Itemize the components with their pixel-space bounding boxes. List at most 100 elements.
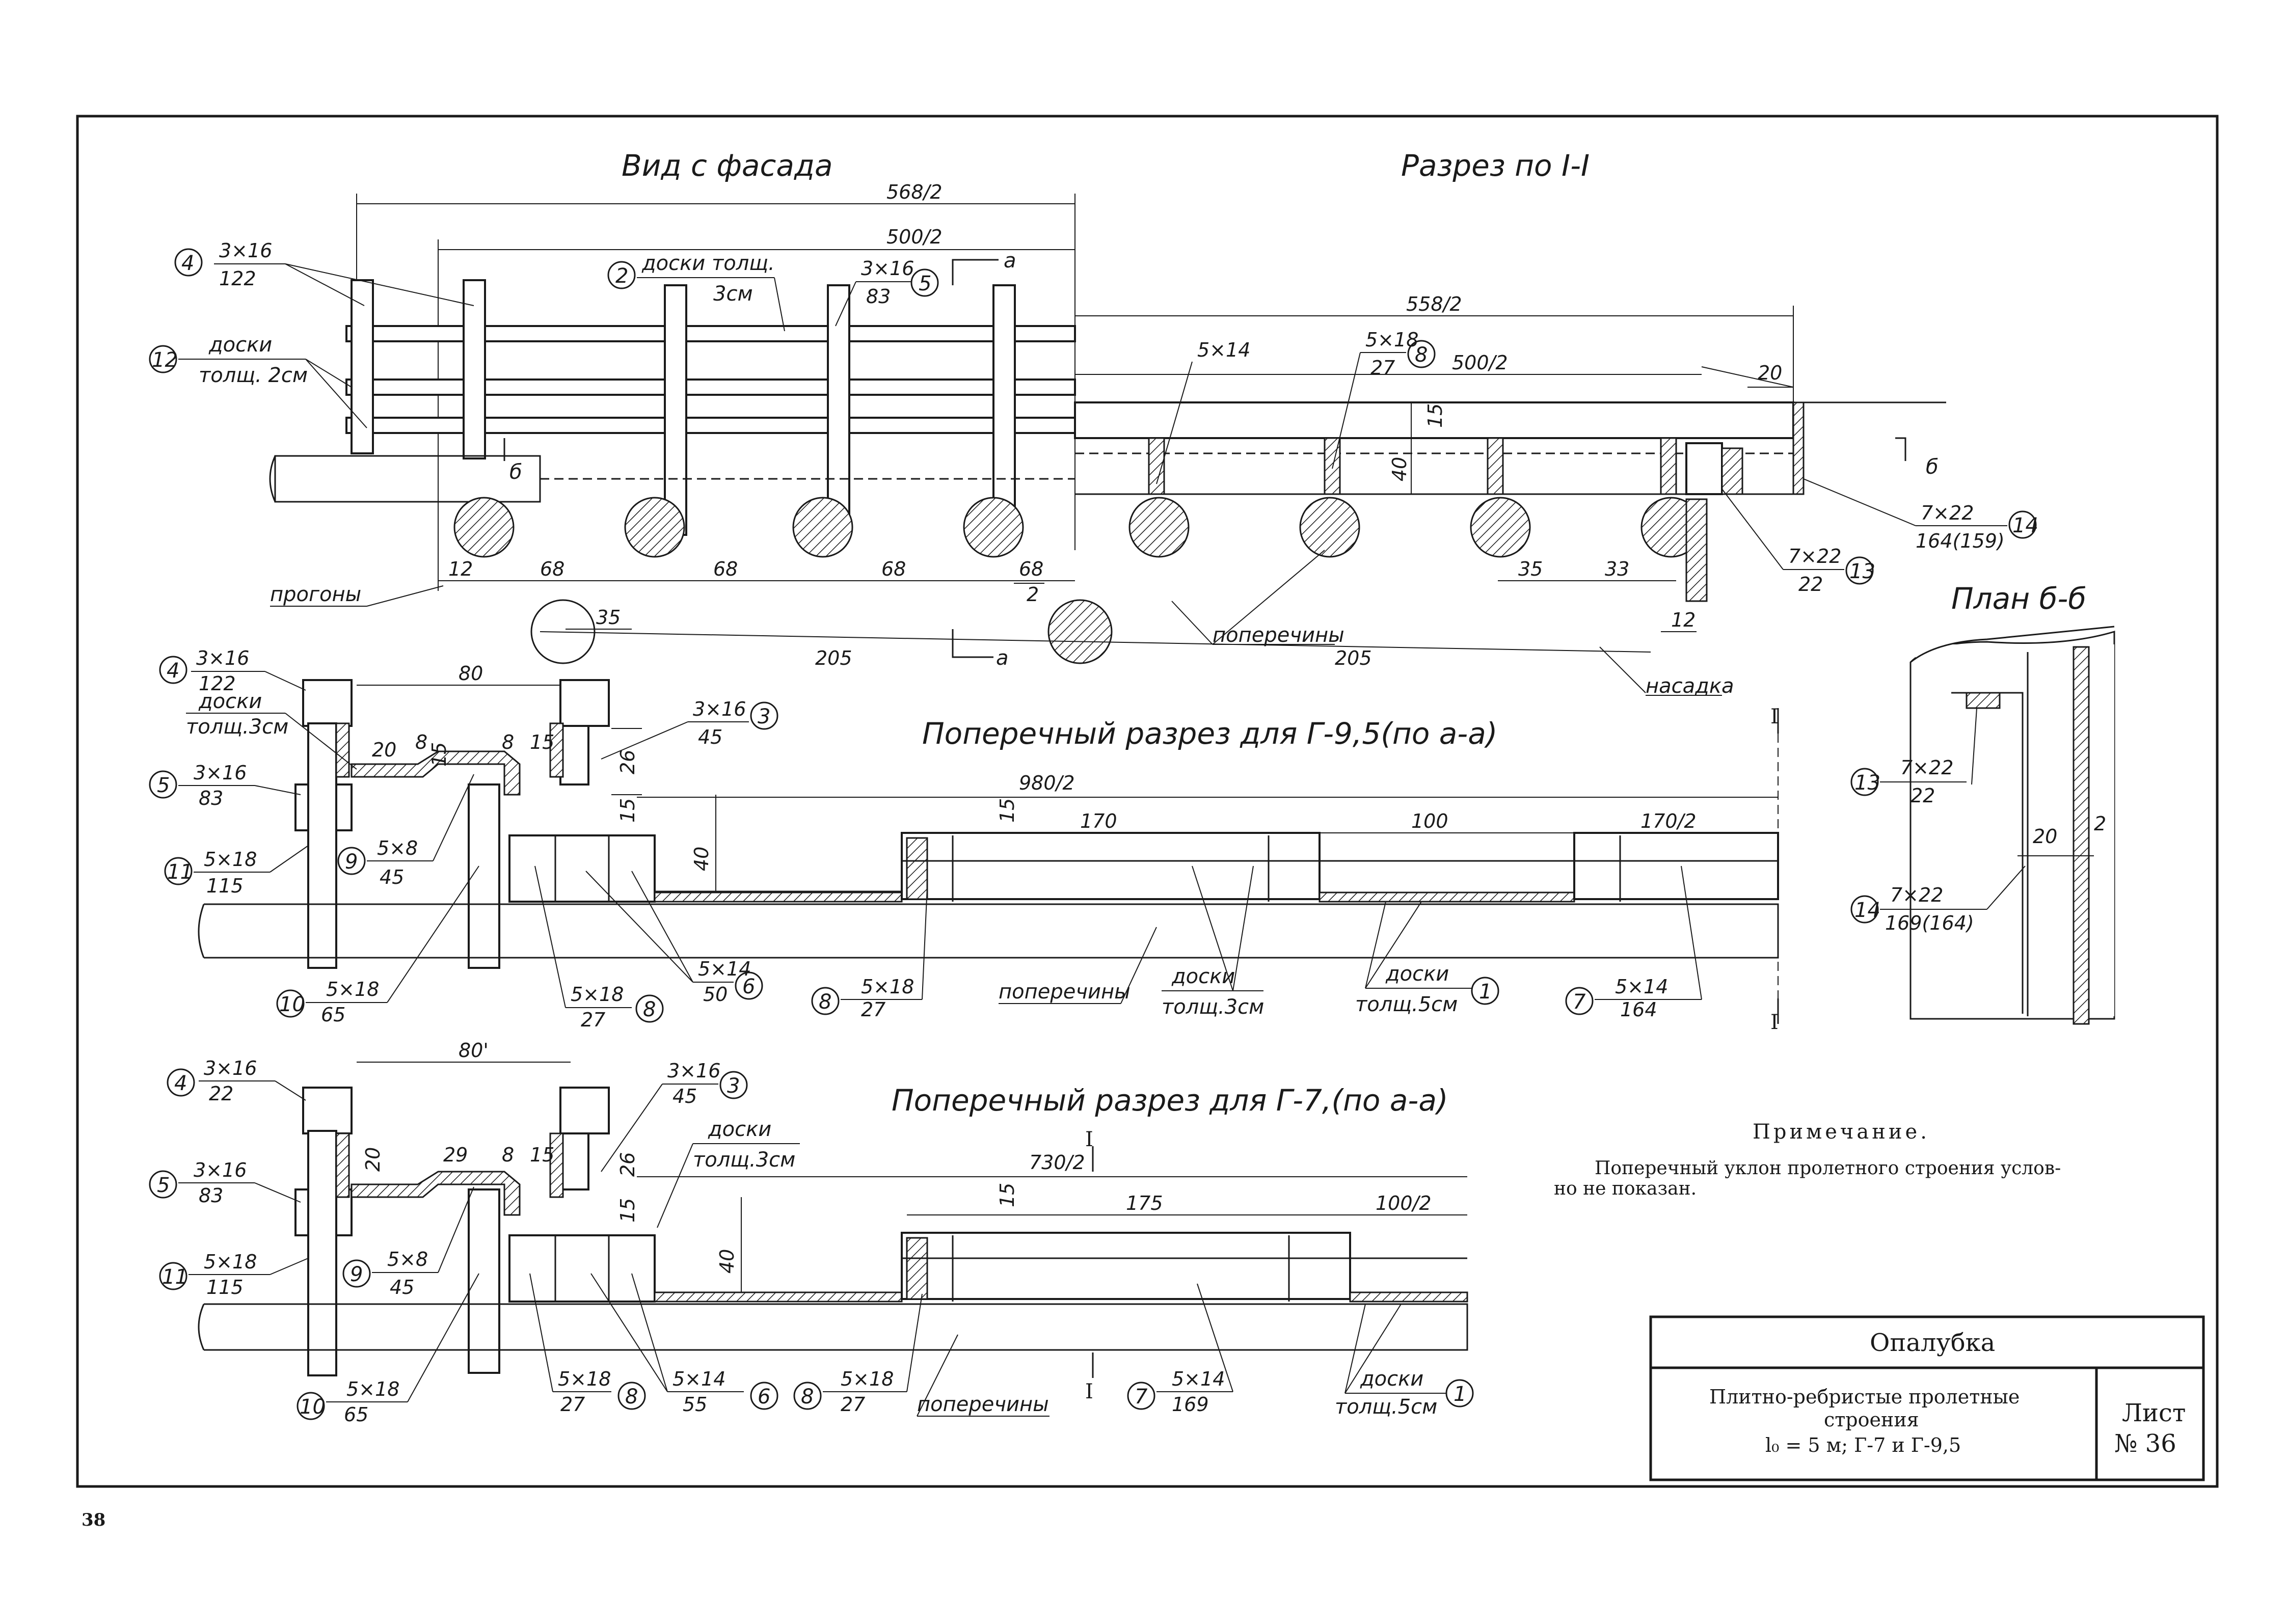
svg-text:толщ.3см: толщ.3см [1162, 995, 1264, 1019]
mark-8-g95b: 8 5×18 27 [811, 886, 928, 1021]
note: Примечание. Поперечный уклон пролетного … [1554, 1120, 2061, 1199]
mark-12-facade: 12 доски толщ. 2см [149, 333, 367, 428]
dim-26-g95: 26 [616, 750, 639, 774]
dim-15-g95-c: 15 [616, 798, 639, 823]
title-block: Опалубка Плитно-ребристые пролетные стро… [1649, 1315, 2205, 1481]
mark-8-section: 5×18 27 8 [1332, 329, 1436, 469]
svg-text:8: 8 [625, 1385, 638, 1409]
mark-9-g95: 9 5×8 45 [337, 774, 474, 888]
mark-7-g95: 7 5×14 164 [1565, 865, 1702, 1021]
svg-text:5×8: 5×8 [377, 837, 418, 859]
svg-text:5×18: 5×18 [861, 976, 914, 998]
svg-text:122: 122 [219, 267, 256, 290]
dim-68-b: 68 [713, 558, 738, 580]
dim-980: 980/2 [1019, 772, 1075, 794]
mark-11-g7: 11 5×18 115 [159, 1251, 309, 1298]
svg-text:83: 83 [866, 285, 891, 308]
mark-8-g7a: 5×18 27 8 [529, 1273, 646, 1416]
svg-text:3×16: 3×16 [194, 762, 247, 784]
svg-text:45: 45 [698, 726, 722, 748]
svg-text:3×16: 3×16 [196, 647, 249, 669]
svg-text:толщ.3см: толщ.3см [693, 1148, 795, 1172]
svg-text:5: 5 [919, 272, 931, 295]
dim-68-a: 68 [540, 558, 564, 580]
dim-8-g95-a: 8 [415, 731, 427, 753]
stamp-sheet-label: Лист [2122, 1399, 2186, 1427]
svg-text:2: 2 [615, 264, 628, 288]
mark-boards-g7: доски толщ.3см [657, 1118, 800, 1228]
mark-13-plan: 13 7×22 22 [1850, 756, 1967, 807]
dim-15-g7-a: 15 [530, 1144, 554, 1166]
mark-5-g95: 5 3×16 83 [149, 762, 301, 809]
svg-text:4: 4 [174, 1072, 187, 1095]
dim-2-facade: 2 [1027, 583, 1039, 606]
dim-68-d: 68 [1019, 558, 1043, 580]
svg-text:7×22: 7×22 [1921, 502, 1974, 524]
dim-500-facade: 500/2 [886, 226, 943, 248]
dim-175: 175 [1126, 1192, 1163, 1214]
svg-text:27: 27 [861, 998, 885, 1021]
mark-8-g7b: 8 5×18 27 [793, 1293, 923, 1416]
cross-g95-title: Поперечный разрез для Г-9,5(по а-а) [922, 716, 1497, 751]
section-I-g7-bottom: I [1085, 1380, 1093, 1403]
svg-text:27: 27 [581, 1009, 605, 1031]
svg-text:13: 13 [1849, 560, 1875, 583]
svg-text:доски: доски [1360, 1367, 1423, 1391]
svg-text:3×16: 3×16 [194, 1159, 247, 1181]
dim-40-section: 40 [1388, 457, 1411, 481]
svg-text:8: 8 [801, 1385, 814, 1409]
svg-text:1: 1 [1454, 1383, 1466, 1406]
svg-text:доски: доски [1171, 965, 1235, 988]
svg-text:5×18: 5×18 [841, 1368, 894, 1390]
svg-text:10: 10 [300, 1395, 326, 1419]
mark-4-facade: 4 3×16 122 [174, 239, 474, 306]
dim-35-facade: 35 [596, 606, 621, 629]
mark-4-g95: 4 3×16 122 [159, 647, 306, 695]
mark-boards3-g95: доски толщ.3см [1162, 865, 1264, 1019]
svg-text:115: 115 [206, 875, 244, 897]
mark-6-g95: 5×14 50 6 [585, 871, 763, 1006]
svg-text:3см: 3см [713, 282, 753, 306]
dim-12-section: 12 [1671, 609, 1696, 631]
dim-26-g7: 26 [616, 1152, 639, 1177]
svg-text:поперечины: поперечины [999, 980, 1131, 1004]
dim-35-section: 35 [1518, 558, 1543, 580]
svg-text:115: 115 [206, 1276, 244, 1298]
plan-b-b-title: План б-б [1951, 581, 2086, 616]
plan-b-b: План б-б 20 2 13 7×22 22 14 7×22 169(164… [1850, 581, 2115, 1025]
mark-10-g7: 10 5×18 65 [297, 1273, 479, 1426]
section-I-g95-top: I [1770, 705, 1779, 728]
mark-4-g7: 4 3×16 22 [167, 1057, 306, 1105]
svg-text:12: 12 [152, 348, 178, 372]
svg-text:7: 7 [1135, 1385, 1148, 1409]
section-a-top: а [1004, 249, 1016, 273]
mark-13-section: 7×22 22 13 [1721, 489, 1875, 596]
svg-text:45: 45 [390, 1276, 414, 1298]
svg-text:3×16: 3×16 [204, 1057, 257, 1079]
mark-6-g7: 5×14 55 6 [590, 1273, 778, 1416]
dim-170: 170 [1080, 810, 1117, 832]
svg-text:7×22: 7×22 [1788, 545, 1841, 567]
svg-text:83: 83 [199, 787, 223, 809]
svg-text:доски: доски [198, 690, 262, 713]
svg-text:55: 55 [683, 1393, 707, 1416]
svg-text:6: 6 [758, 1385, 770, 1409]
mark-5x14-section: 5×14 [1197, 339, 1250, 361]
dim-15-g7-b: 15 [616, 1198, 639, 1223]
dim-100-2: 100/2 [1376, 1192, 1432, 1214]
stamp-line3: l₀ = 5 м; Г-7 и Г-9,5 [1765, 1434, 1961, 1456]
dim-8-g7: 8 [502, 1144, 514, 1166]
mark-11-g95: 11 5×18 115 [164, 845, 309, 897]
svg-text:4: 4 [167, 659, 179, 683]
svg-text:8: 8 [819, 990, 831, 1014]
svg-text:6: 6 [742, 975, 755, 998]
note-heading: Примечание. [1753, 1120, 1930, 1144]
label-poperechiny-g95: поперечины [999, 927, 1157, 1004]
svg-text:3: 3 [758, 705, 770, 728]
mark-8-g95a: 5×18 27 8 [534, 865, 664, 1031]
dim-15-g95-a: 15 [428, 742, 450, 767]
svg-text:5×8: 5×8 [387, 1248, 428, 1270]
stamp-line2: строения [1824, 1409, 1919, 1431]
dim-558: 558/2 [1406, 293, 1462, 315]
